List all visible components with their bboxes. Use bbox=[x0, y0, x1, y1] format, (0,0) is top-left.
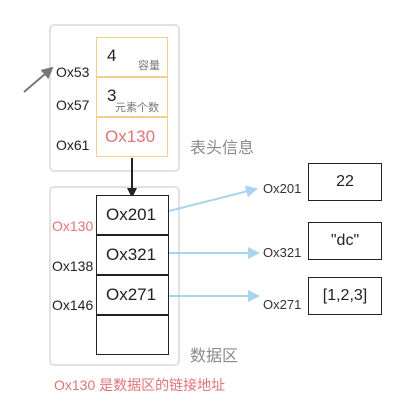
element-value-2: "dc" bbox=[330, 232, 360, 249]
header-address-2: Ox57 bbox=[56, 97, 90, 113]
header-address-3: Ox61 bbox=[56, 137, 90, 153]
data-address-3: Ox146 bbox=[52, 297, 94, 313]
data-cell-4 bbox=[96, 315, 169, 355]
element-address-3: Ox271 bbox=[263, 297, 302, 312]
data-cell-3-value: Ox271 bbox=[106, 285, 157, 304]
data-cell-1: Ox201 bbox=[96, 195, 169, 235]
count-value: 3 bbox=[107, 86, 117, 105]
element-value-box-2: "dc" bbox=[308, 222, 382, 260]
element-value-3: [1,2,3] bbox=[322, 287, 368, 304]
header-group-box bbox=[49, 24, 180, 172]
capacity-caption: 容量 bbox=[138, 60, 160, 72]
data-region-label: 数据区 bbox=[190, 348, 239, 365]
element-value-box-3: [1,2,3] bbox=[308, 277, 382, 315]
element-value-1: 22 bbox=[336, 173, 354, 190]
data-start-address: Ox130 bbox=[52, 218, 94, 234]
header-cell-capacity: 4 容量 bbox=[96, 37, 168, 77]
data-cell-1-value: Ox201 bbox=[106, 205, 157, 224]
header-address-1: Ox53 bbox=[56, 64, 90, 80]
data-cell-2: Ox321 bbox=[96, 235, 169, 275]
data-link-note: Ox130 是数据区的链接地址 bbox=[54, 377, 226, 393]
element-arrow-1 bbox=[168, 185, 258, 212]
object-pointer-arrow bbox=[23, 66, 54, 93]
header-cell-data-link: Ox130 bbox=[96, 117, 168, 157]
data-group-box bbox=[49, 186, 180, 366]
element-value-box-1: 22 bbox=[308, 163, 382, 201]
data-link-value: Ox130 bbox=[105, 127, 156, 146]
element-address-1: Ox201 bbox=[263, 181, 302, 196]
data-cell-3: Ox271 bbox=[96, 275, 169, 315]
data-cell-2-value: Ox321 bbox=[106, 245, 157, 264]
count-caption: 元素个数 bbox=[115, 102, 159, 114]
header-cell-count: 3 元素个数 bbox=[96, 77, 168, 117]
capacity-value: 4 bbox=[107, 46, 117, 65]
element-address-2: Ox321 bbox=[263, 245, 302, 260]
header-region-label: 表头信息 bbox=[190, 140, 255, 157]
data-address-2: Ox138 bbox=[52, 258, 94, 274]
